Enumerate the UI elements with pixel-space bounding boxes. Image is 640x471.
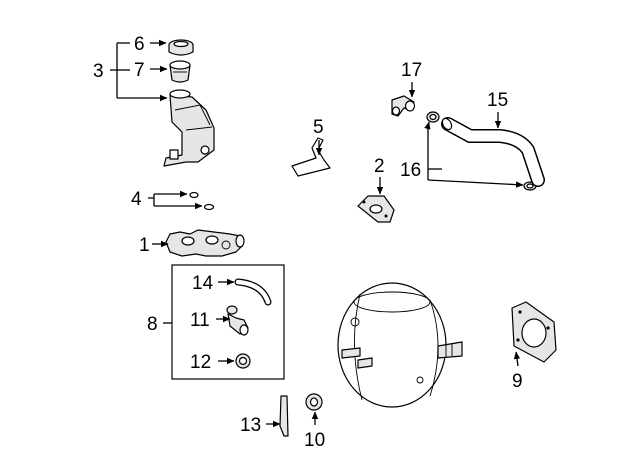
- callout-labels: 3 6 7 4 1 5 2 17 15 16 8 14 11 12 9 13 1…: [93, 34, 523, 451]
- hose-14[interactable]: [234, 278, 272, 306]
- callout-13: 13: [240, 415, 261, 436]
- callout-1: 1: [139, 235, 150, 256]
- booster-gasket-9[interactable]: [511, 301, 557, 363]
- callout-3: 3: [93, 61, 104, 82]
- callout-12: 12: [190, 352, 211, 373]
- master-cylinder-1[interactable]: [165, 229, 245, 257]
- callout-4: 4: [131, 189, 142, 210]
- clip-13[interactable]: [279, 395, 289, 437]
- callout-14: 14: [192, 273, 214, 294]
- callout-5: 5: [313, 117, 324, 138]
- callout-15: 15: [487, 90, 508, 111]
- reservoir-strainer-7[interactable]: [169, 60, 191, 83]
- leader-lines: [110, 39, 524, 428]
- gasket-2[interactable]: [357, 195, 395, 223]
- vacuum-line-5[interactable]: [291, 137, 331, 177]
- hose-clamp-16a[interactable]: [426, 111, 440, 123]
- callout-17: 17: [401, 60, 422, 81]
- grommet-set-4[interactable]: [189, 191, 215, 211]
- hose-clamp-16b[interactable]: [523, 181, 537, 191]
- kit-box-8: [171, 264, 285, 380]
- callout-7: 7: [134, 60, 145, 81]
- callout-11: 11: [190, 310, 210, 331]
- brake-booster[interactable]: [337, 282, 463, 408]
- callout-10: 10: [304, 430, 325, 451]
- callout-6: 6: [134, 34, 145, 55]
- callout-2: 2: [374, 156, 385, 177]
- check-valve-11[interactable]: [226, 305, 249, 336]
- callout-9: 9: [512, 371, 523, 392]
- check-valve-17[interactable]: [391, 95, 416, 117]
- reservoir-cap-6[interactable]: [168, 39, 194, 56]
- reservoir-tank[interactable]: [163, 89, 215, 167]
- grommet-10[interactable]: [305, 393, 323, 411]
- callout-16: 16: [400, 160, 421, 181]
- vacuum-hose-15[interactable]: [441, 117, 545, 187]
- callout-8: 8: [147, 314, 158, 335]
- grommet-12[interactable]: [235, 353, 251, 369]
